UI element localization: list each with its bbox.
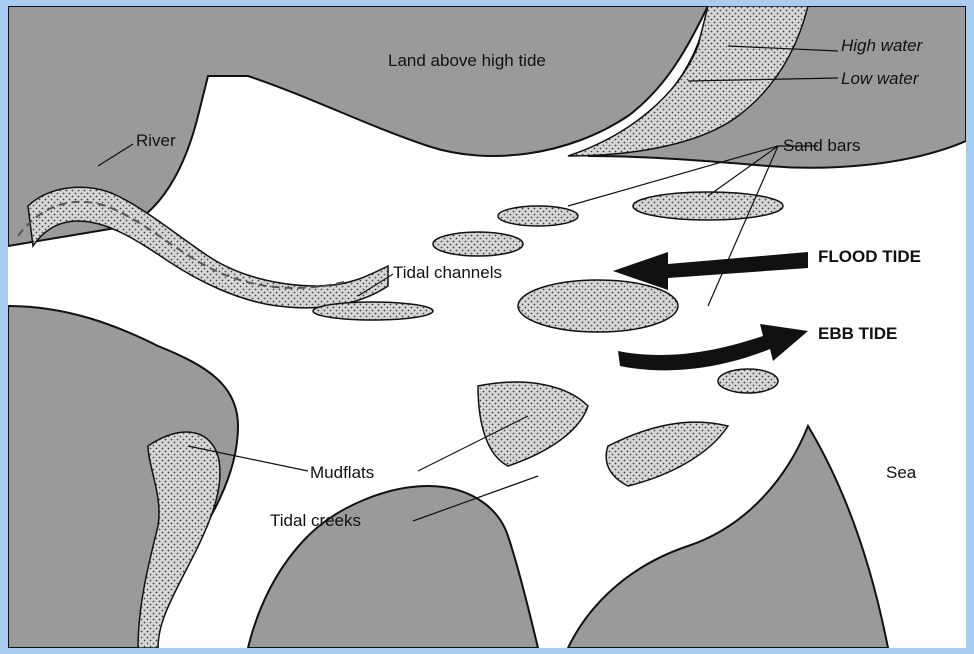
- sand-bar-6: [313, 302, 433, 320]
- label-river: River: [136, 131, 176, 150]
- label-sand-bars: Sand bars: [783, 136, 861, 155]
- label-sea: Sea: [886, 463, 917, 482]
- sand-bar-2: [633, 192, 783, 220]
- sand-bar-5: [718, 369, 778, 393]
- label-land-above-high-tide: Land above high tide: [388, 51, 546, 70]
- sand-bar-4: [518, 280, 678, 332]
- diagram-frame: Land above high tide High water Low wate…: [8, 6, 966, 648]
- label-ebb-tide: EBB TIDE: [818, 324, 897, 343]
- sand-bar-3: [433, 232, 523, 256]
- label-low-water: Low water: [841, 69, 920, 88]
- estuary-diagram: Land above high tide High water Low wate…: [8, 6, 966, 648]
- sand-bar-1: [498, 206, 578, 226]
- label-tidal-creeks: Tidal creeks: [270, 511, 361, 530]
- label-high-water: High water: [841, 36, 924, 55]
- label-flood-tide: FLOOD TIDE: [818, 247, 921, 266]
- label-tidal-channels: Tidal channels: [393, 263, 502, 282]
- label-mudflats: Mudflats: [310, 463, 374, 482]
